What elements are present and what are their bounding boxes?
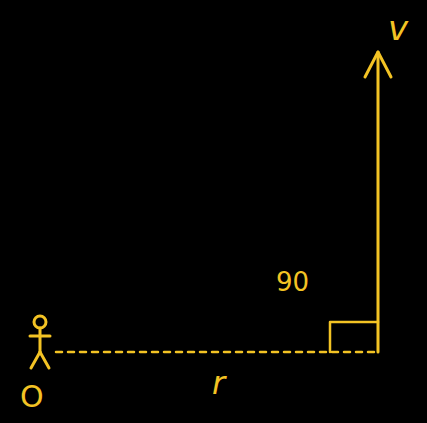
arrow-head <box>365 52 391 77</box>
right-angle-mark <box>330 322 378 352</box>
distance-label: r <box>212 366 225 401</box>
origin-label: O <box>20 380 44 413</box>
angle-label: 90 <box>276 268 309 297</box>
observer-figure <box>30 316 50 368</box>
velocity-arrow <box>377 52 380 352</box>
velocity-label: v <box>388 10 408 47</box>
